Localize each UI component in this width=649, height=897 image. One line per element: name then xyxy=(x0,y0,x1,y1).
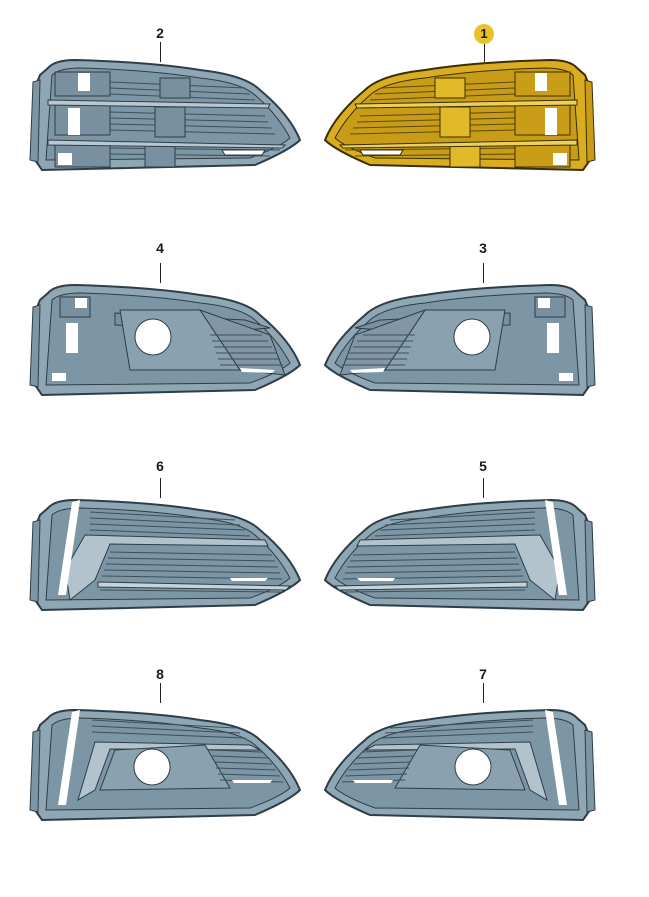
part-2-grille[interactable]: 2 xyxy=(0,0,301,200)
part-6-grille[interactable]: 6 xyxy=(0,440,301,640)
leader-line xyxy=(160,683,161,703)
callout-number: 7 xyxy=(479,666,487,682)
callout-number: 3 xyxy=(479,240,487,256)
leader-line xyxy=(484,42,485,62)
grille-drawing xyxy=(324,499,596,611)
leader-line xyxy=(483,683,484,703)
callout-number: 2 xyxy=(156,25,164,41)
part-7-grille[interactable]: 7 xyxy=(324,650,625,850)
grille-drawing xyxy=(324,284,596,396)
callout-number: 4 xyxy=(156,240,164,256)
part-8-grille[interactable]: 8 xyxy=(0,650,301,850)
grille-drawing xyxy=(29,59,301,171)
callout-number-highlighted: 1 xyxy=(474,24,494,44)
leader-line xyxy=(483,478,484,498)
callout-number: 5 xyxy=(479,458,487,474)
grille-drawing xyxy=(324,709,596,821)
grille-drawing-highlighted xyxy=(323,58,596,172)
leader-line xyxy=(160,263,161,283)
part-5-grille[interactable]: 5 xyxy=(324,440,625,640)
leader-line xyxy=(160,478,161,498)
grille-drawing xyxy=(29,709,301,821)
callout-number: 8 xyxy=(156,666,164,682)
leader-line xyxy=(483,263,484,283)
leader-line xyxy=(160,42,161,62)
grille-drawing xyxy=(29,499,301,611)
part-3-grille[interactable]: 3 xyxy=(324,225,625,425)
callout-number: 6 xyxy=(156,458,164,474)
part-1-grille[interactable]: 1 xyxy=(323,0,625,200)
part-4-grille[interactable]: 4 xyxy=(0,225,301,425)
grille-drawing xyxy=(29,284,301,396)
